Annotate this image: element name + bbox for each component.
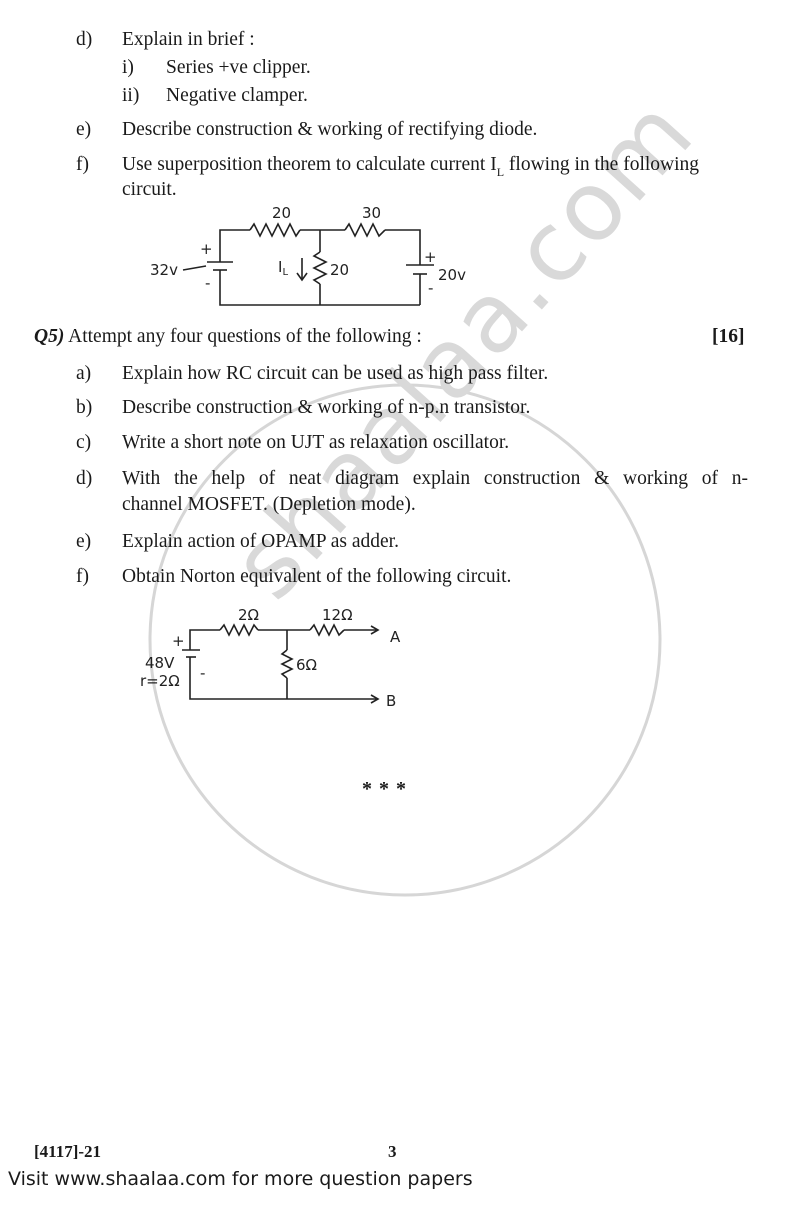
circuit2-plus: + <box>172 632 185 650</box>
circuit1-r-top-left: 20 <box>272 204 291 222</box>
q5b-text: Describe construction & working of n-p.n… <box>122 397 531 418</box>
q4f-text-b: flowing in the following <box>504 154 700 175</box>
q5d-text2: channel MOSFET. (Depletion mode). <box>122 494 416 515</box>
q5e-text: Explain action of OPAMP as adder. <box>122 531 399 552</box>
circuit1-plus-right: + <box>424 248 437 266</box>
circuit1-source-right: 20v <box>438 266 466 284</box>
circuit1-source-left: 32v <box>150 261 178 279</box>
circuit-diagram-norton: 2Ω 12Ω 6Ω 48V r=2Ω + - A B <box>140 606 401 710</box>
q5-marks: [16] <box>712 326 745 347</box>
paper-code: [4117]-21 <box>34 1142 102 1161</box>
circuit1-minus-right: - <box>428 279 433 297</box>
q4d-letter: d) <box>76 29 93 50</box>
q4f-text-a: Use superposition theorem to calculate c… <box>122 154 497 175</box>
q4f-text: Use superposition theorem to calculate c… <box>122 153 700 179</box>
circuit2-terminal-b: B <box>386 692 396 710</box>
q5d-letter: d) <box>76 468 93 489</box>
circuit2-r-top-right: 12Ω <box>322 606 353 624</box>
circuit1-current-label: IL <box>278 258 288 278</box>
circuit2-source: 48V <box>145 654 175 672</box>
circuit1-plus-left: + <box>200 240 213 258</box>
q5c-text: Write a short note on UJT as relaxation … <box>122 432 510 453</box>
circuit2-r-top-left: 2Ω <box>238 606 259 624</box>
q4f-letter: f) <box>76 154 89 175</box>
q5-number: Q5) <box>34 326 65 347</box>
q4d-sub2-roman: ii) <box>122 85 140 106</box>
q4d-sub2-text: Negative clamper. <box>166 85 308 106</box>
q5c-letter: c) <box>76 432 92 453</box>
q4d-text: Explain in brief : <box>122 29 255 50</box>
q5b-letter: b) <box>76 397 93 418</box>
q5f-letter: f) <box>76 566 89 587</box>
q5d-text: With the help of neat diagram explain co… <box>122 468 748 489</box>
q5e-letter: e) <box>76 531 92 552</box>
circuit1-r-top-right: 30 <box>362 204 381 222</box>
circuit2-minus: - <box>200 664 205 682</box>
website-banner[interactable]: Visit www.shaalaa.com for more question … <box>8 1168 473 1190</box>
circuit1-minus-left: - <box>205 274 210 292</box>
circuit1-r-mid: 20 <box>330 261 349 279</box>
q4d-sub1-text: Series +ve clipper. <box>166 57 311 78</box>
q5-header: Q5) Attempt any four questions of the fo… <box>34 325 422 349</box>
circuit-diagram-superposition: 20 30 20 32v 20v IL + - + - <box>150 204 466 306</box>
end-mark: * * * <box>362 778 407 800</box>
circuit2-terminal-a: A <box>390 628 401 646</box>
q5a-text: Explain how RC circuit can be used as hi… <box>122 363 549 384</box>
q4d-sub1-roman: i) <box>122 57 134 78</box>
circuit2-internal-r: r=2Ω <box>140 672 180 690</box>
q4f-text-c: circuit. <box>122 179 177 200</box>
page-number: 3 <box>388 1142 397 1161</box>
q4f-subscript: L <box>496 165 505 179</box>
q5-instruction: Attempt any four questions of the follow… <box>68 326 422 347</box>
q5a-letter: a) <box>76 363 92 384</box>
q4e-letter: e) <box>76 119 92 140</box>
circuit2-r-mid: 6Ω <box>296 656 317 674</box>
q5f-text: Obtain Norton equivalent of the followin… <box>122 566 512 587</box>
q4e-text: Describe construction & working of recti… <box>122 119 538 140</box>
